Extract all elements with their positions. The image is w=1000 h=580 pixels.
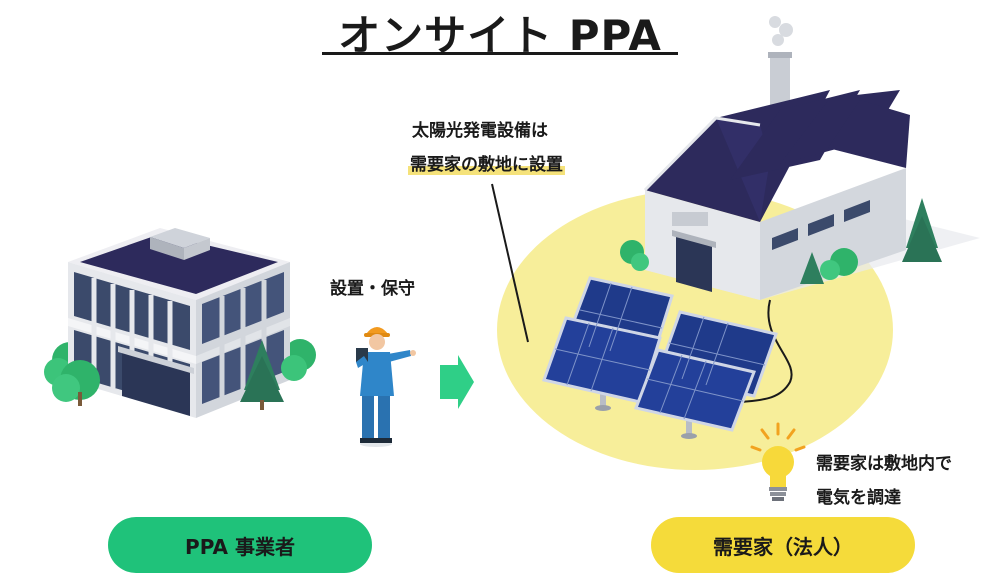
factory-icon [620, 16, 980, 300]
worker-label: 設置・保守 [330, 279, 415, 299]
flow-arrow-icon [440, 355, 474, 409]
benefit-line-2: 電気を調達 [816, 488, 901, 508]
solar-panel-array-icon [542, 276, 778, 439]
customer-pill: 需要家（法人） [651, 517, 915, 573]
lightbulb-icon [750, 422, 806, 501]
callout-pointer [491, 183, 529, 343]
callout-line-2: 需要家の敷地に設置 [408, 150, 565, 175]
power-cable [741, 299, 793, 403]
diagram-title: オンサイト PPA [338, 11, 662, 60]
office-building-icon [44, 228, 316, 418]
callout-line-2-text: 需要家の敷地に設置 [408, 155, 565, 175]
benefit-line-1: 需要家は敷地内で [816, 454, 952, 474]
worker-icon [356, 327, 416, 447]
title-underline [322, 52, 678, 55]
callout-line-1: 太陽光発電設備は [412, 121, 548, 141]
ppa-provider-pill: PPA 事業者 [108, 517, 372, 573]
